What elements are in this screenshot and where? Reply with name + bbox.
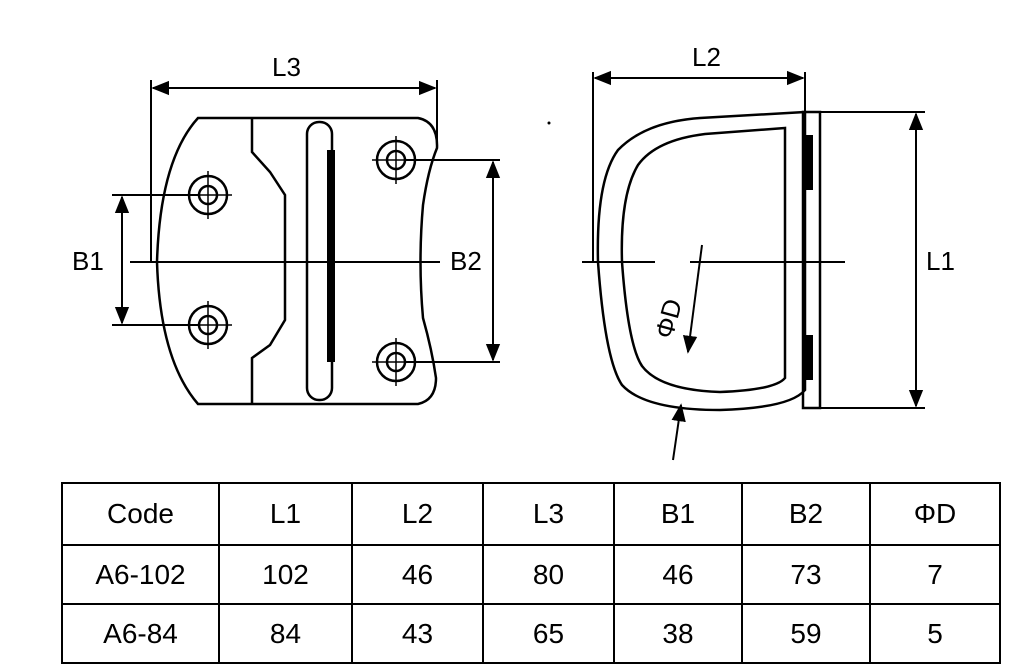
screw-hole-bottom-left — [184, 301, 232, 349]
table-row: A6-84 84 43 65 38 59 5 — [61, 603, 1001, 664]
mount-bracket-top — [805, 135, 813, 190]
cell-code: A6-84 — [61, 603, 220, 664]
cell-b2: 59 — [741, 603, 871, 664]
header-b1: B1 — [613, 482, 743, 546]
table-header-row: Code L1 L2 L3 B1 B2 ΦD — [61, 482, 1001, 546]
cell-l3: 80 — [482, 544, 615, 605]
cell-b2: 73 — [741, 544, 871, 605]
spec-table: Code L1 L2 L3 B1 B2 ΦD A6-102 102 46 80 … — [61, 482, 1001, 664]
cell-b1: 38 — [613, 603, 743, 664]
cell-phi-d: 7 — [869, 544, 1001, 605]
stray-dot — [547, 121, 551, 125]
label-l2: L2 — [692, 42, 721, 72]
header-l2: L2 — [351, 482, 484, 546]
d-ring-inner — [620, 126, 787, 394]
table-row: A6-102 102 46 80 46 73 7 — [61, 544, 1001, 605]
cell-b1: 46 — [613, 544, 743, 605]
hinge-knuckle — [250, 118, 287, 404]
cell-code: A6-102 — [61, 544, 220, 605]
header-code: Code — [61, 482, 220, 546]
cell-l2: 46 — [351, 544, 484, 605]
dimension-b2 — [404, 159, 501, 363]
technical-drawing: L3 L2 L1 B1 B2 ΦD — [72, 42, 955, 461]
label-l1: L1 — [926, 246, 955, 276]
dimension-l1 — [820, 111, 925, 409]
dimension-b1 — [112, 194, 200, 326]
dimension-phi-d — [671, 244, 703, 461]
header-b2: B2 — [741, 482, 871, 546]
cell-l1: 84 — [218, 603, 353, 664]
header-phi-d: ΦD — [869, 482, 1001, 546]
front-view — [130, 116, 440, 406]
d-ring-outer — [596, 110, 807, 412]
label-b1: B1 — [72, 246, 104, 276]
mount-bracket — [801, 110, 822, 410]
cell-l1: 102 — [218, 544, 353, 605]
dimension-l3 — [150, 80, 438, 262]
header-l1: L1 — [218, 482, 353, 546]
cell-l3: 65 — [482, 603, 615, 664]
label-b2: B2 — [450, 246, 482, 276]
header-l3: L3 — [482, 482, 615, 546]
label-l3: L3 — [272, 52, 301, 82]
dimension-l2 — [592, 70, 806, 262]
mount-bracket-bottom — [805, 335, 813, 380]
side-view — [582, 110, 845, 412]
cell-l2: 43 — [351, 603, 484, 664]
cell-phi-d: 5 — [869, 603, 1001, 664]
label-phi-d: ΦD — [649, 296, 688, 342]
center-bar-inner — [327, 150, 335, 362]
